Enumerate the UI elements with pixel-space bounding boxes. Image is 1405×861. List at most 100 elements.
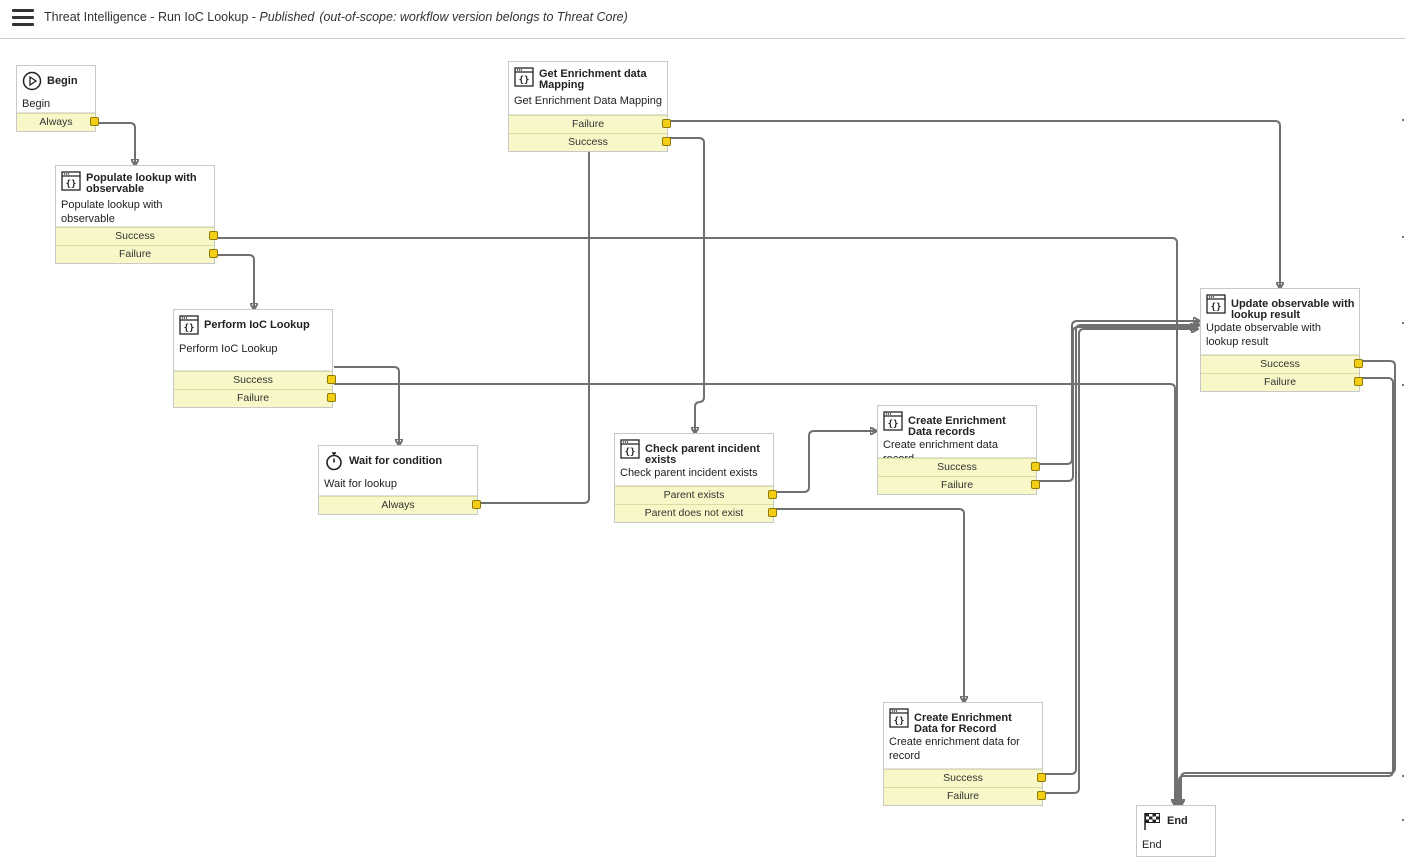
- outcome-success[interactable]: Success: [1201, 355, 1363, 373]
- hamburger-menu-icon[interactable]: [12, 9, 34, 27]
- node-perform-ioc-lookup[interactable]: {} Perform IoC Lookup Perform IoC Lookup…: [173, 309, 336, 408]
- output-port[interactable]: [472, 500, 481, 509]
- wire-mapping-failure: [669, 120, 1280, 288]
- outcome-label: Success: [115, 230, 155, 242]
- outcome-label: Success: [233, 374, 273, 386]
- wire-check-parent-exists: [775, 431, 876, 493]
- svg-text:{}: {}: [519, 76, 530, 86]
- node-description: Get Enrichment Data Mapping: [514, 95, 662, 107]
- outcome-always[interactable]: Always: [319, 496, 481, 514]
- outcome-failure[interactable]: Failure: [56, 245, 218, 263]
- outcome-failure[interactable]: Failure: [174, 389, 336, 407]
- outcome-label: Parent does not exist: [644, 507, 744, 519]
- workflow-name: Threat Intelligence - Run IoC Lookup: [44, 10, 249, 24]
- title-separator: -: [248, 10, 260, 24]
- node-description: Check parent incident exists: [620, 467, 758, 479]
- output-port[interactable]: [768, 490, 777, 499]
- outcome-failure[interactable]: Failure: [509, 115, 671, 133]
- output-port[interactable]: [209, 231, 218, 240]
- node-update-observable[interactable]: {} Update observable with lookup result …: [1200, 288, 1363, 392]
- wire-mapping-success: [669, 137, 705, 433]
- output-port[interactable]: [662, 119, 671, 128]
- output-port[interactable]: [90, 117, 99, 126]
- output-port[interactable]: [327, 375, 336, 384]
- outcome-failure[interactable]: Failure: [1201, 373, 1363, 391]
- output-port[interactable]: [1037, 773, 1046, 782]
- output-port[interactable]: [327, 393, 336, 402]
- wire-check-parent-not-exist: [775, 508, 964, 702]
- scroll-edge-mark: [1402, 236, 1404, 238]
- outcome-label: Failure: [236, 392, 270, 404]
- outcome-label: Parent exists: [663, 489, 725, 501]
- script-icon: {}: [514, 67, 534, 87]
- outcome-label: Failure: [946, 790, 980, 802]
- outcome-success[interactable]: Success: [878, 458, 1040, 476]
- outcome-success[interactable]: Success: [174, 371, 336, 389]
- node-title: Create Enrichment Data records: [908, 415, 1006, 438]
- node-description: End: [1142, 839, 1162, 851]
- outcome-success[interactable]: Success: [56, 227, 218, 245]
- node-description: Perform IoC Lookup: [179, 343, 278, 355]
- scroll-edge-mark: [1402, 384, 1404, 386]
- svg-text:{}: {}: [66, 180, 77, 190]
- workflow-canvas[interactable]: Begin Begin Always {} Populate lookup wi…: [0, 40, 1405, 861]
- node-create-enrichment-records[interactable]: {} Create Enrichment Data records Create…: [877, 405, 1040, 495]
- wire-forrecord-success: [1043, 325, 1199, 775]
- node-begin[interactable]: Begin Begin Always: [16, 65, 99, 132]
- node-end[interactable]: End End: [1136, 805, 1216, 857]
- script-icon: {}: [1206, 294, 1226, 314]
- wire-update-failure: [1179, 377, 1394, 805]
- checkered-flag-icon: [1144, 813, 1160, 830]
- svg-text:{}: {}: [888, 420, 899, 430]
- outcome-parent-does-not-exist[interactable]: Parent does not exist: [615, 504, 777, 522]
- output-port[interactable]: [1031, 462, 1040, 471]
- output-port[interactable]: [662, 137, 671, 146]
- wire-forrecord-failure: [1043, 329, 1197, 794]
- node-title: Get Enrichment data Mapping: [539, 68, 647, 91]
- node-populate-lookup[interactable]: {} Populate lookup with observable Popul…: [55, 165, 218, 264]
- script-icon: {}: [883, 411, 903, 431]
- svg-text:{}: {}: [1211, 303, 1222, 313]
- svg-text:{}: {}: [625, 448, 636, 458]
- node-description: Populate lookup with observable: [61, 199, 163, 225]
- output-port[interactable]: [1037, 791, 1046, 800]
- node-description: Begin: [22, 98, 51, 110]
- outcome-failure[interactable]: Failure: [884, 787, 1046, 805]
- script-icon: {}: [179, 315, 199, 335]
- svg-text:{}: {}: [184, 324, 195, 334]
- page-title: Threat Intelligence - Run IoC Lookup - P…: [44, 10, 628, 24]
- wire-update-success: [1181, 360, 1396, 805]
- node-title: Check parent incident exists: [645, 443, 760, 466]
- outcome-label: Failure: [118, 248, 152, 260]
- node-description: Create enrichment data for record: [889, 736, 1020, 762]
- output-port[interactable]: [209, 249, 218, 258]
- outcome-label: Failure: [571, 118, 605, 130]
- output-port[interactable]: [1031, 480, 1040, 489]
- script-icon: {}: [889, 708, 909, 728]
- workflow-status: Published: [259, 10, 315, 24]
- scope-note: (out-of-scope: workflow version belongs …: [319, 10, 628, 24]
- play-icon: [22, 71, 42, 91]
- output-port[interactable]: [768, 508, 777, 517]
- output-port[interactable]: [1354, 359, 1363, 368]
- node-title: Populate lookup with observable: [86, 172, 197, 195]
- outcome-always[interactable]: Always: [17, 113, 99, 131]
- outcome-label: Success: [937, 461, 977, 473]
- node-get-enrichment-mapping[interactable]: {} Get Enrichment data Mapping Get Enric…: [508, 61, 671, 152]
- script-icon: {}: [61, 171, 81, 191]
- node-title: Begin: [47, 75, 78, 87]
- outcome-label: Always: [39, 116, 73, 128]
- scroll-edge-mark: [1402, 119, 1404, 121]
- wire-records-success: [1038, 321, 1199, 465]
- outcome-failure[interactable]: Failure: [878, 476, 1040, 494]
- output-port[interactable]: [1354, 377, 1363, 386]
- outcome-parent-exists[interactable]: Parent exists: [615, 486, 777, 504]
- node-create-enrichment-for-record[interactable]: {} Create Enrichment Data for Record Cre…: [883, 702, 1046, 806]
- node-title: Create Enrichment Data for Record: [914, 712, 1012, 735]
- outcome-label: Failure: [940, 479, 974, 491]
- node-wait-for-condition[interactable]: Wait for condition Wait for lookup Alway…: [318, 445, 481, 515]
- node-check-parent-incident[interactable]: {} Check parent incident exists Check pa…: [614, 433, 777, 523]
- wire-perform-success: [334, 366, 399, 445]
- outcome-success[interactable]: Success: [509, 133, 671, 151]
- outcome-success[interactable]: Success: [884, 769, 1046, 787]
